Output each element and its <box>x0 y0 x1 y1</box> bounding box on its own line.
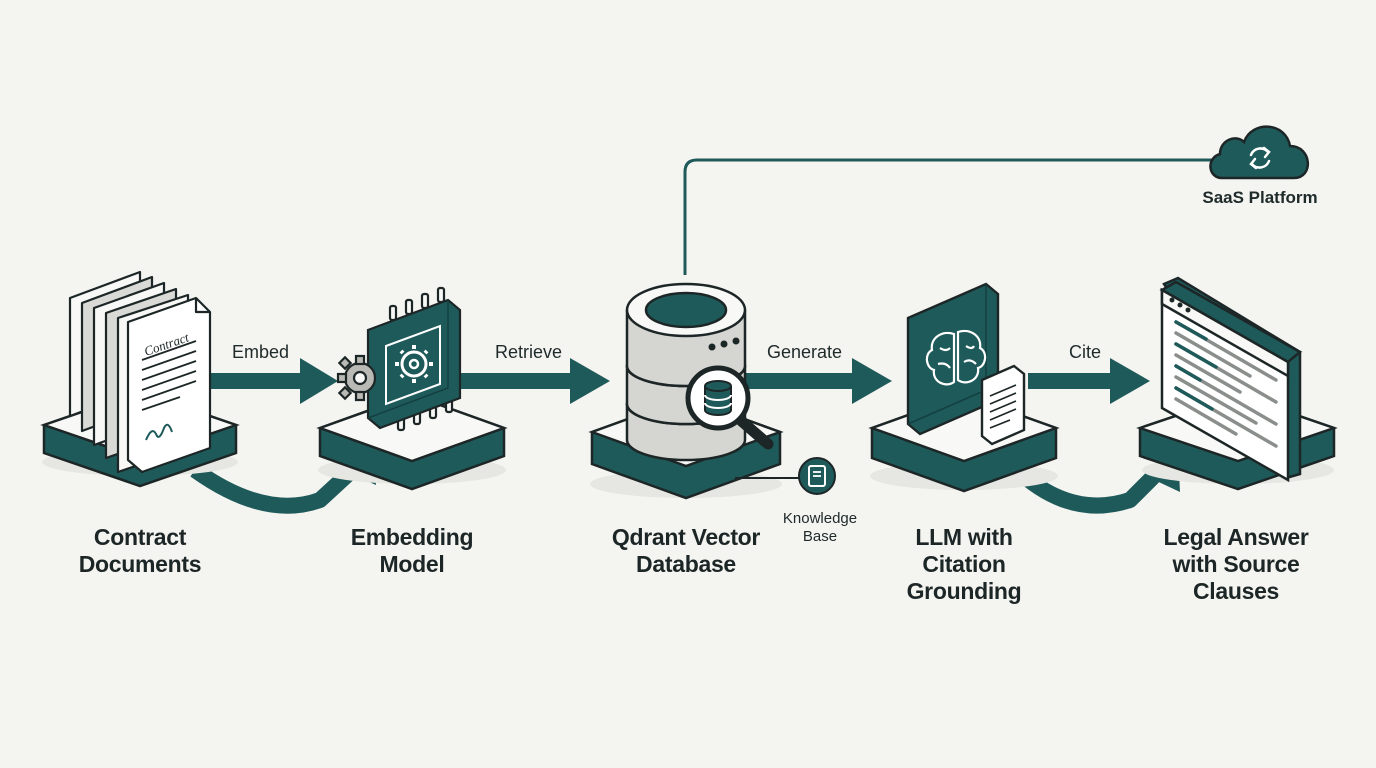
node-label-line: Database <box>636 551 736 577</box>
knowledge-base-label: Knowledge Base <box>770 510 870 546</box>
edge-label-generate: Generate <box>767 342 843 362</box>
node-label-line: Grounding <box>906 578 1022 604</box>
node-label-line: Clauses <box>1192 578 1280 604</box>
node-label-line: Documents <box>78 551 202 577</box>
return-arrow-1 <box>190 459 364 514</box>
node-label-line: with Source <box>1172 551 1300 577</box>
book-icon <box>798 457 836 495</box>
node-label-qdrant-vector-database: Qdrant Vector Database <box>576 524 796 578</box>
edge-label-embed: Embed <box>232 342 290 362</box>
chip-gear-icon <box>336 286 462 432</box>
saas-platform-label: SaaS Platform <box>1202 188 1318 207</box>
browser-window-icon <box>1159 276 1303 483</box>
node-label-llm-with-citation-grounding: LLM with Citation Grounding <box>854 524 1074 605</box>
arrow-embed <box>208 358 338 404</box>
platform-connector <box>683 158 1215 275</box>
node-label-line: Legal Answer <box>1163 524 1309 550</box>
node-label-contract-documents: Contract Documents <box>30 524 250 578</box>
document-stack-icon <box>68 270 212 474</box>
arrow-generate <box>745 358 892 404</box>
node-label-legal-answer-with-source-clauses: Legal Answer with Source Clauses <box>1126 524 1346 605</box>
knowledge-base-label-line: Base <box>802 528 838 545</box>
node-label-embedding-model: Embedding Model <box>302 524 522 578</box>
node-label-line: Model <box>379 551 445 577</box>
brain-document-icon <box>906 282 1026 446</box>
arrow-retrieve <box>455 358 610 404</box>
node-label-line: Contract <box>93 524 187 550</box>
node-label-line: Citation <box>922 551 1006 577</box>
edge-label-cite: Cite <box>1069 342 1102 362</box>
node-label-line: Qdrant Vector <box>611 524 761 550</box>
cloud-sync-icon <box>1209 125 1310 180</box>
platform-embedding-model <box>316 393 508 491</box>
knowledge-base-label-line: Knowledge <box>782 510 858 527</box>
arrow-cite <box>1028 358 1150 404</box>
node-label-line: LLM with <box>915 524 1013 550</box>
database-magnifier-icon <box>625 282 774 462</box>
edge-label-retrieve: Retrieve <box>495 342 563 362</box>
node-label-line: Embedding <box>350 524 474 550</box>
